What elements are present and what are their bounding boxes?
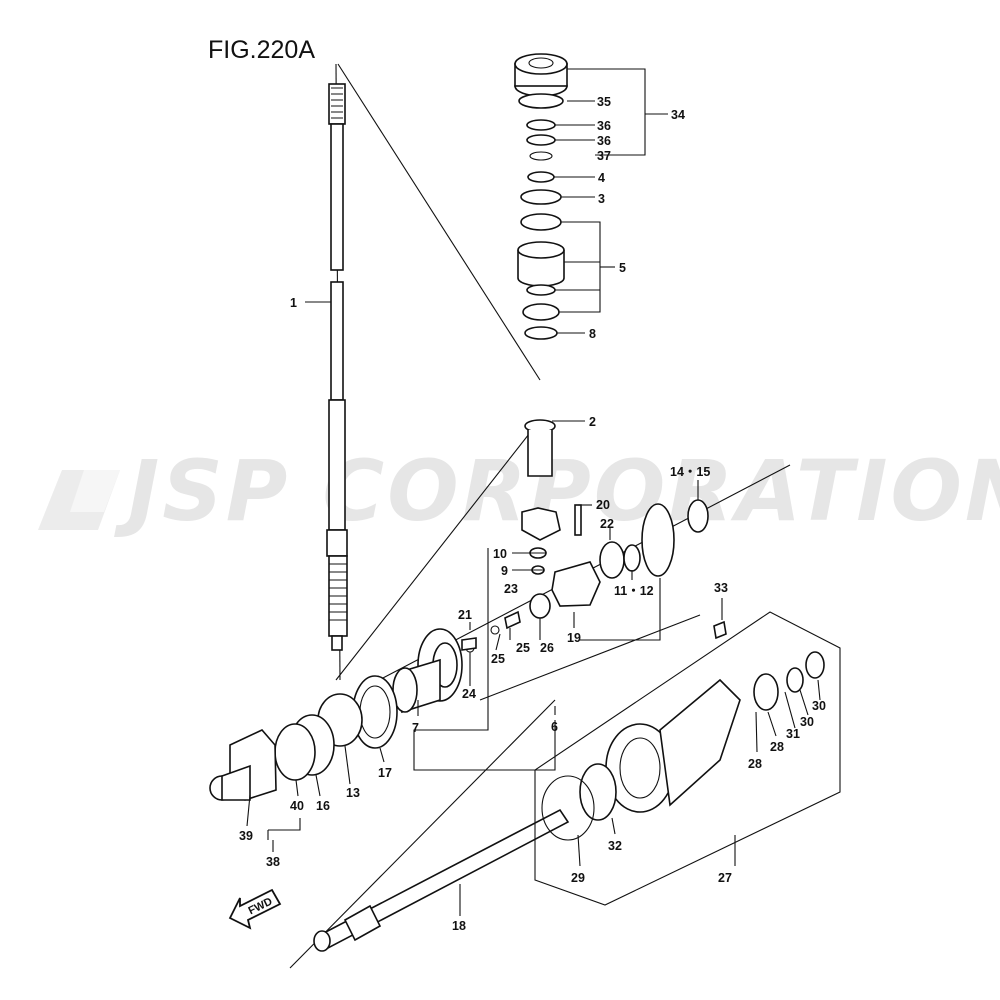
callout-31: 31	[786, 727, 800, 741]
shift-housing	[209, 729, 277, 801]
figure-title: FIG.220A	[208, 36, 315, 64]
callout-6: 6	[551, 720, 558, 734]
callout-23: 23	[504, 582, 518, 596]
callout-21: 21	[458, 608, 472, 622]
callout-30b: 30	[812, 699, 826, 713]
callout-27: 27	[718, 871, 732, 885]
callout-38: 38	[266, 855, 280, 869]
callout-5: 5	[619, 261, 626, 275]
callout-24: 24	[462, 687, 476, 701]
callout-16: 16	[316, 799, 330, 813]
callout-1: 1	[290, 296, 297, 310]
callout-36a: 36	[597, 119, 611, 133]
callout-25b: 25	[491, 652, 505, 666]
callout-30a: 30	[800, 715, 814, 729]
bearing-rings	[274, 675, 398, 781]
callout-3: 3	[598, 192, 605, 206]
callout-25a: 25	[516, 641, 530, 655]
callout-9: 9	[501, 564, 508, 578]
callout-22: 22	[600, 517, 614, 531]
callout-29: 29	[571, 871, 585, 885]
callout-labels: 1 2 3 4 5 6 7 8 9 10 11・12 13 14・15 16 1…	[239, 95, 826, 933]
upper-bearing-stack	[514, 53, 568, 340]
callout-28a: 28	[748, 757, 762, 771]
callout-11-12: 11・12	[614, 584, 654, 598]
callout-26: 26	[540, 641, 554, 655]
fwd-direction-arrow-icon: FWD	[228, 888, 282, 930]
watermark-logo-icon	[38, 470, 120, 530]
gear-set	[461, 499, 709, 653]
callout-19: 19	[567, 631, 581, 645]
callout-39: 39	[239, 829, 253, 843]
callout-28b: 28	[770, 740, 784, 754]
callout-35: 35	[597, 95, 611, 109]
callout-33: 33	[714, 581, 728, 595]
callout-18: 18	[452, 919, 466, 933]
callout-8: 8	[589, 327, 596, 341]
drive-shaft	[326, 83, 348, 651]
callout-2: 2	[589, 415, 596, 429]
callout-17: 17	[378, 766, 392, 780]
callout-7: 7	[412, 721, 419, 735]
callout-13: 13	[346, 786, 360, 800]
gear-case-housing	[541, 620, 825, 841]
callout-36b: 36	[597, 134, 611, 148]
propeller-shaft	[313, 808, 570, 952]
callout-20: 20	[596, 498, 610, 512]
callout-32: 32	[608, 839, 622, 853]
callout-37: 37	[597, 149, 611, 163]
pinion-assembly	[392, 628, 463, 714]
callout-4: 4	[598, 171, 605, 185]
callout-40: 40	[290, 799, 304, 813]
callout-14-15: 14・15	[670, 465, 710, 479]
callout-10: 10	[493, 547, 507, 561]
callout-34: 34	[671, 108, 685, 122]
leader-lines	[246, 68, 841, 916]
sleeve	[524, 419, 556, 477]
watermark: JSP CORPORATION	[38, 442, 1000, 540]
